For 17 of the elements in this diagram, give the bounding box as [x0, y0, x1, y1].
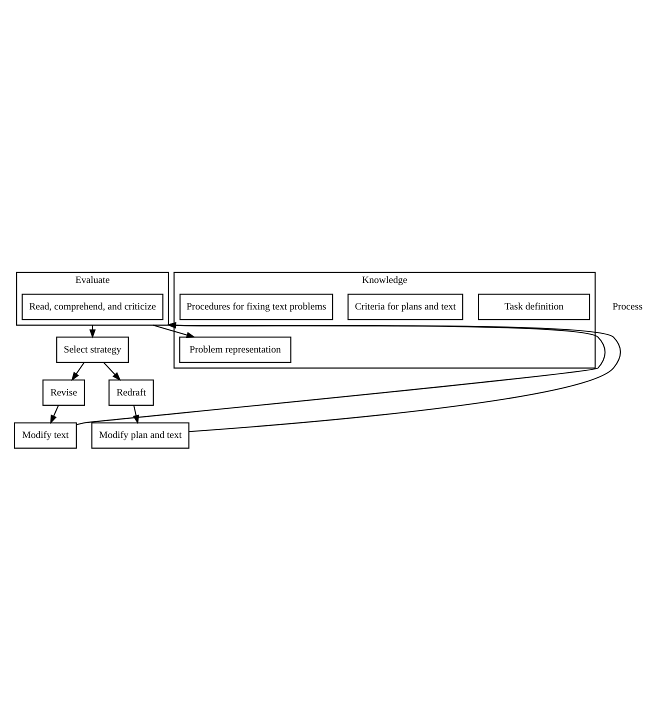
- node-box: Modify text: [14, 422, 77, 449]
- node-box: Procedures for fixing text problems: [180, 294, 334, 320]
- arrow: [89, 325, 96, 339]
- node-box: Criteria for plans and text: [348, 294, 464, 320]
- node-box: Task definition: [478, 294, 590, 320]
- node-box: Problem representation: [179, 336, 292, 363]
- arrow: [50, 405, 59, 424]
- arrow: [103, 362, 121, 381]
- node-box: Modify plan and text: [91, 422, 190, 449]
- arrow: [71, 362, 85, 382]
- node-box: Read, comprehend, and criticize: [22, 294, 164, 320]
- node-box: Select strategy: [56, 336, 129, 363]
- label: Process: [612, 301, 643, 312]
- node-box: Redraft: [108, 379, 154, 406]
- node-box: Revise: [42, 379, 85, 406]
- arrow: [166, 322, 621, 432]
- arrow: [152, 324, 196, 338]
